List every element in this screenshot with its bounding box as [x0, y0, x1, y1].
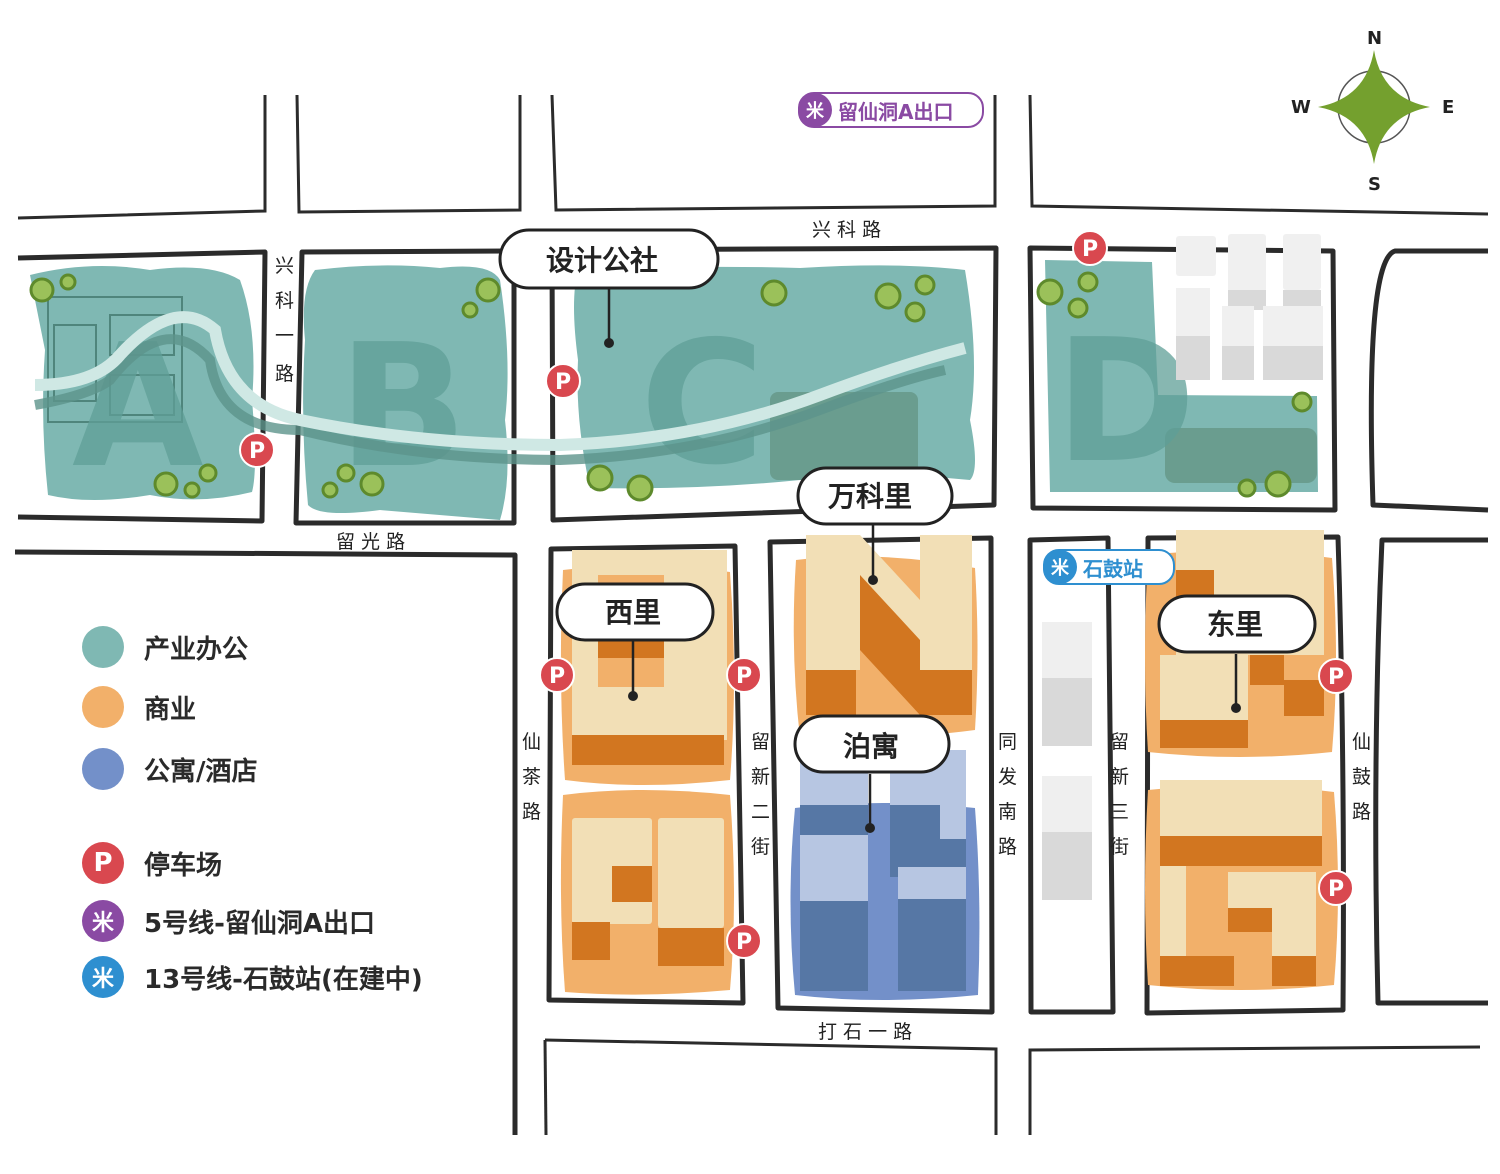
svg-text:P: P [736, 930, 752, 955]
svg-text:路: 路 [998, 836, 1017, 858]
office-zones: A B C D [30, 260, 1318, 520]
svg-text:新: 新 [751, 766, 770, 788]
callout-dongli[interactable]: 东里 [1157, 594, 1317, 713]
road-label-xingke: 兴 科 路 [812, 219, 881, 241]
commercial-swatch-icon [82, 686, 124, 728]
legend-item-line5: 米 5号线-留仙洞A出口 [82, 900, 375, 942]
commercial-zones [560, 530, 1338, 995]
road-label-tongfanan: 同 发 南 路 [998, 731, 1017, 858]
svg-text:路: 路 [522, 801, 541, 823]
svg-text:P: P [1328, 877, 1344, 902]
compass-rose: N S E W [1291, 28, 1454, 195]
zone-d-building [1165, 428, 1317, 483]
svg-text:西里: 西里 [605, 596, 661, 629]
parking-icon[interactable]: P [239, 432, 275, 468]
svg-text:二: 二 [751, 801, 770, 823]
callout-wankeli[interactable]: 万科里 [796, 466, 954, 585]
svg-text:新: 新 [1110, 766, 1129, 788]
residential-buildings [1042, 234, 1323, 900]
legend-item-line13: 米 13号线-石鼓站(在建中) [82, 956, 423, 998]
road-label-xingke1: 兴 科 一 路 [275, 255, 294, 385]
svg-text:路: 路 [1352, 801, 1371, 823]
greenway-shadow [34, 334, 947, 466]
svg-text:鼓: 鼓 [1352, 766, 1371, 788]
road-label-liuxin3: 留 新 三 街 [1110, 731, 1129, 858]
office-swatch-icon [82, 626, 124, 668]
svg-text:设计公社: 设计公社 [546, 244, 658, 277]
compass-star-icon [1318, 50, 1430, 164]
svg-text:P: P [1082, 237, 1098, 262]
callout-design-commune[interactable]: 设计公社 [498, 228, 720, 348]
svg-text:兴: 兴 [275, 255, 294, 277]
parking-icon[interactable]: P [726, 923, 762, 959]
svg-text:仙: 仙 [1352, 731, 1371, 753]
compass-w: W [1291, 97, 1311, 118]
compass-s: S [1368, 174, 1381, 195]
road-label-liuguang: 留 光 路 [336, 531, 405, 553]
svg-text:P: P [249, 439, 265, 464]
parking-icon[interactable]: P [545, 363, 581, 399]
parking-icon[interactable]: P [1318, 658, 1354, 694]
zone-label-c: C [640, 305, 765, 503]
legend-item-commercial: 商业 [82, 686, 196, 728]
compass-n: N [1367, 28, 1382, 49]
legend-item-office: 产业办公 [82, 626, 248, 668]
road-labels: 兴 科 路 留 光 路 打 石 一 路 兴 科 一 路 仙 茶 路 留 新 二 … [275, 219, 1371, 1043]
metro-exit-line5[interactable]: 米 留仙洞A出口 [798, 92, 984, 128]
metro-line13-icon: 米 [82, 956, 124, 998]
zone-label-b: B [338, 308, 468, 506]
callout-boyu[interactable]: 泊寓 [793, 714, 951, 833]
parking-icon[interactable]: P [539, 657, 575, 693]
svg-text:P: P [549, 664, 565, 689]
apartment-swatch-icon [82, 748, 124, 790]
metro-station-label: 石鼓站 [1083, 556, 1143, 581]
svg-text:泊寓: 泊寓 [843, 730, 899, 763]
parking-icon[interactable]: P [1072, 230, 1108, 266]
svg-text:留: 留 [751, 731, 770, 753]
svg-text:P: P [555, 370, 571, 395]
metro-station-line13[interactable]: 米 石鼓站 [1043, 549, 1175, 585]
road-network [14, 94, 1489, 1136]
road-label-xiancha: 仙 茶 路 [522, 731, 541, 823]
svg-text:科: 科 [275, 290, 294, 312]
greenway [34, 311, 967, 452]
trees [29, 271, 1313, 502]
road-label-xiangu: 仙 鼓 路 [1352, 731, 1371, 823]
svg-text:留: 留 [1110, 731, 1129, 753]
parking-icon[interactable]: P [726, 657, 762, 693]
road-label-liuxin2: 留 新 二 街 [751, 731, 770, 858]
svg-text:南: 南 [998, 801, 1017, 823]
svg-text:三: 三 [1110, 801, 1129, 823]
parking-icon[interactable]: P [1318, 870, 1354, 906]
metro-line5-icon: 米 [82, 900, 124, 942]
metro-icon: 米 [1043, 550, 1077, 584]
compass-e: E [1442, 97, 1454, 118]
svg-text:万科里: 万科里 [828, 480, 912, 513]
metro-exit-label: 留仙洞A出口 [838, 99, 954, 124]
road-label-dashi1: 打 石 一 路 [818, 1021, 912, 1043]
svg-text:P: P [1328, 665, 1344, 690]
callout-xili[interactable]: 西里 [555, 582, 715, 701]
apartment-zone [790, 750, 980, 1000]
svg-text:P: P [736, 664, 752, 689]
svg-text:茶: 茶 [522, 766, 541, 788]
svg-text:街: 街 [751, 836, 770, 858]
metro-icon: 米 [798, 93, 832, 127]
svg-text:街: 街 [1110, 836, 1129, 858]
svg-text:仙: 仙 [522, 731, 541, 753]
legend-item-apartment: 公寓/酒店 [82, 748, 258, 790]
svg-text:发: 发 [998, 766, 1017, 788]
parking-markers: P P P P P P P P [239, 230, 1354, 959]
svg-text:东里: 东里 [1207, 608, 1263, 641]
parking-icon: P [82, 842, 124, 884]
zone-label-d: D [1055, 303, 1196, 501]
svg-text:路: 路 [275, 363, 294, 385]
svg-text:同: 同 [998, 731, 1017, 753]
legend-item-parking: P 停车场 [82, 842, 222, 884]
svg-text:一: 一 [275, 325, 294, 347]
